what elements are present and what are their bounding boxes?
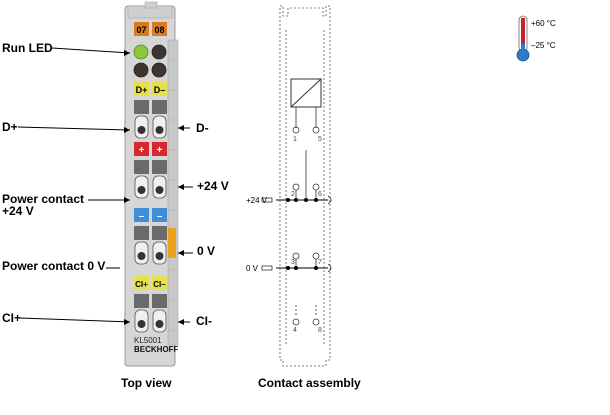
header-text-07: 07 bbox=[136, 25, 146, 35]
text-d-plus: D+ bbox=[136, 85, 148, 95]
label-power-contact-24v-1: Power contact bbox=[2, 192, 85, 206]
assembly-plus-24v: +24 V bbox=[246, 196, 268, 205]
text-d-minus: D– bbox=[154, 85, 166, 95]
model-text: KL5001 bbox=[134, 336, 162, 345]
label-zero-v: 0 V bbox=[197, 244, 216, 258]
led-dark-3 bbox=[151, 62, 167, 78]
label-ci-minus bbox=[152, 276, 167, 290]
label-d-plus bbox=[134, 82, 149, 96]
contact-row-2 bbox=[134, 160, 167, 199]
text-ci-plus: CI+ bbox=[135, 280, 148, 289]
pin-1: 1 bbox=[293, 136, 297, 143]
pin-2: 2 bbox=[291, 191, 295, 198]
label-d-plus: D+ bbox=[2, 120, 18, 134]
header-box-07 bbox=[134, 22, 149, 36]
text-red-left: + bbox=[139, 145, 145, 156]
text-red-right: + bbox=[157, 145, 163, 156]
label-red-right bbox=[152, 142, 167, 156]
label-d-minus: D- bbox=[196, 121, 209, 135]
label-run-led: Run LED bbox=[2, 41, 53, 55]
label-blue-right bbox=[152, 208, 167, 222]
pin-7: 7 bbox=[318, 259, 322, 266]
contact-row-1 bbox=[134, 100, 167, 139]
label-ci-plus bbox=[134, 276, 149, 290]
caption-contact-assembly: Contact assembly bbox=[258, 376, 361, 390]
bus-junctions bbox=[286, 198, 318, 270]
pin-3: 3 bbox=[291, 259, 295, 266]
led-dark-1 bbox=[151, 44, 167, 60]
terminal-top-view: 07 08 D+ D– + + bbox=[124, 1, 179, 367]
label-red-left bbox=[134, 142, 149, 156]
label-blue-left bbox=[134, 208, 149, 222]
thermometer-icon bbox=[516, 15, 530, 62]
brand-text: BECKHOFF bbox=[134, 345, 179, 354]
temp-max: +60 °C bbox=[531, 19, 556, 28]
text-ci-minus: CI– bbox=[153, 280, 166, 289]
header-text-08: 08 bbox=[154, 25, 164, 35]
leader-lines bbox=[17, 47, 193, 323]
label-power-contact-0v: Power contact 0 V bbox=[2, 259, 106, 273]
temp-min: –25 °C bbox=[531, 41, 556, 50]
header-box-08 bbox=[152, 22, 167, 36]
text-blue-right: – bbox=[157, 211, 163, 222]
text-blue-left: – bbox=[139, 211, 145, 222]
label-ci-plus: CI+ bbox=[2, 311, 22, 325]
contact-assembly bbox=[261, 5, 332, 367]
assembly-zero-v: 0 V bbox=[246, 264, 259, 273]
run-led bbox=[133, 44, 149, 60]
contact-row-3 bbox=[134, 226, 176, 265]
pin-4: 4 bbox=[293, 327, 297, 334]
pin-8: 8 bbox=[318, 327, 322, 334]
caption-top-view: Top view bbox=[121, 376, 172, 390]
label-d-minus bbox=[152, 82, 167, 96]
label-plus-24v: +24 V bbox=[197, 179, 229, 193]
pin-6: 6 bbox=[318, 191, 322, 198]
led-dark-2 bbox=[133, 62, 149, 78]
arrowheads bbox=[124, 50, 184, 325]
label-power-contact-24v-2: +24 V bbox=[2, 204, 34, 218]
power-contact-0v-tab bbox=[168, 228, 176, 258]
label-ci-minus: CI- bbox=[196, 314, 212, 328]
contact-row-4 bbox=[134, 294, 167, 333]
pin-5: 5 bbox=[318, 136, 322, 143]
